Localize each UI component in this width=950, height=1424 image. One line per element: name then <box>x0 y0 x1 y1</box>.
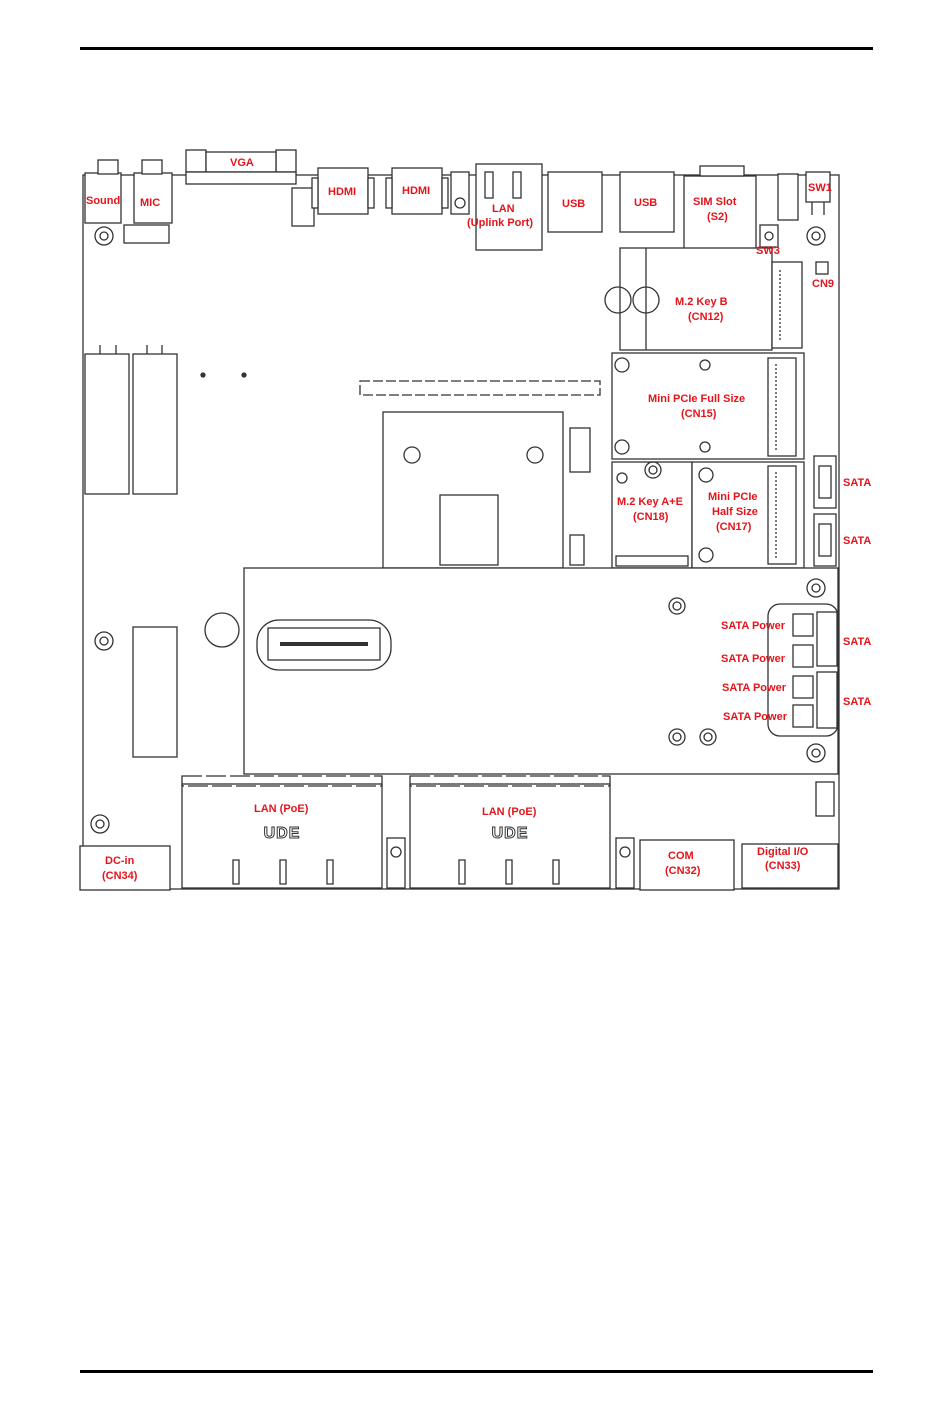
label-dc-in-2: (CN34) <box>102 870 138 882</box>
label-com-1: COM <box>668 850 694 862</box>
label-dio-2: (CN33) <box>765 860 801 872</box>
mount-hole <box>94 226 114 246</box>
label-usb-1: USB <box>562 198 585 210</box>
label-sata-3: SATA <box>843 636 871 648</box>
label-lan-uplink-1: LAN <box>492 203 515 215</box>
cpu-heatsink-area <box>382 411 564 569</box>
sata-connector-2 <box>813 513 837 567</box>
label-sata-power-2: SATA Power <box>721 653 786 665</box>
label-lan-poe-2: LAN (PoE) <box>482 806 537 818</box>
dimm-slot-1 <box>84 353 130 495</box>
label-mpcie-half-3: (CN17) <box>716 521 752 533</box>
inductor-row <box>359 380 601 396</box>
label-mpcie-full-2: (CN15) <box>681 408 717 420</box>
sata-power-2 <box>792 644 814 668</box>
label-sw3: SW3 <box>756 245 780 257</box>
sata-connector-3 <box>816 611 838 667</box>
top-rule <box>80 47 873 50</box>
usb-port-2 <box>619 171 675 233</box>
label-lan-uplink-2: (Uplink Port) <box>467 217 533 229</box>
slot-connector-left <box>132 626 178 758</box>
label-sata-1: SATA <box>843 477 871 489</box>
label-sim-slot-2: (S2) <box>707 211 728 223</box>
label-sata-power-4: SATA Power <box>723 711 788 723</box>
label-sata-2: SATA <box>843 535 871 547</box>
lan-poe-port-2 <box>409 783 611 889</box>
dc-in-jack <box>79 845 171 891</box>
label-sata-power-3: SATA Power <box>722 682 787 694</box>
label-sw1: SW1 <box>808 182 832 194</box>
mic-jack <box>133 159 173 224</box>
hdmi-port-1 <box>317 167 369 215</box>
hdmi-port-2 <box>391 167 443 215</box>
sata-connector-4 <box>816 671 838 729</box>
label-m2-key-ae-1: M.2 Key A+E <box>617 496 683 508</box>
label-com-2: (CN32) <box>665 865 701 877</box>
label-sound: Sound <box>86 195 120 207</box>
label-hdmi-2: HDMI <box>402 185 430 197</box>
label-cn9: CN9 <box>812 278 834 290</box>
label-usb-2: USB <box>634 197 657 209</box>
label-m2-key-ae-2: (CN18) <box>633 511 669 523</box>
audio-header <box>123 224 170 244</box>
usb-port-1 <box>547 171 603 233</box>
bottom-rule <box>80 1370 873 1373</box>
label-mpcie-full-1: Mini PCIe Full Size <box>648 393 745 405</box>
sata-power-4 <box>792 704 814 728</box>
label-sim-slot-1: SIM Slot <box>693 196 737 208</box>
vga-header <box>291 187 315 227</box>
heat-spreader-plate <box>243 567 839 775</box>
vga-connector <box>185 149 297 185</box>
cn9-header <box>815 261 829 275</box>
label-mic: MIC <box>140 197 160 209</box>
label-sata-power-1: SATA Power <box>721 620 786 632</box>
sata-power-1 <box>792 613 814 637</box>
label-m2-key-b-1: M.2 Key B <box>675 296 728 308</box>
label-dio-1: Digital I/O <box>757 846 809 858</box>
label-m2-key-b-2: (CN12) <box>688 311 724 323</box>
digital-io-header <box>741 843 839 889</box>
sata-power-3 <box>792 675 814 699</box>
label-mpcie-half-2: Half Size <box>712 506 758 518</box>
label-sata-4: SATA <box>843 696 871 708</box>
sata-connector-1 <box>813 455 837 509</box>
m2-key-ae-slot <box>611 461 693 569</box>
ude-logo-2: UDE <box>492 825 529 842</box>
ude-logo-1: UDE <box>264 825 301 842</box>
lan-uplink-port <box>475 163 543 251</box>
label-dc-in-1: DC-in <box>105 855 135 867</box>
label-hdmi-1: HDMI <box>328 186 356 198</box>
label-vga: VGA <box>230 157 254 169</box>
sw3-switch <box>759 224 779 248</box>
label-lan-poe-1: LAN (PoE) <box>254 803 309 815</box>
label-mpcie-half-1: Mini PCIe <box>708 491 758 503</box>
sw1-switch <box>777 173 799 221</box>
mini-pcie-full-slot <box>611 352 805 460</box>
dimm-slot-2 <box>132 353 178 495</box>
sound-jack <box>84 159 122 224</box>
lan-poe-port-1 <box>181 783 383 889</box>
com-port <box>639 839 735 891</box>
